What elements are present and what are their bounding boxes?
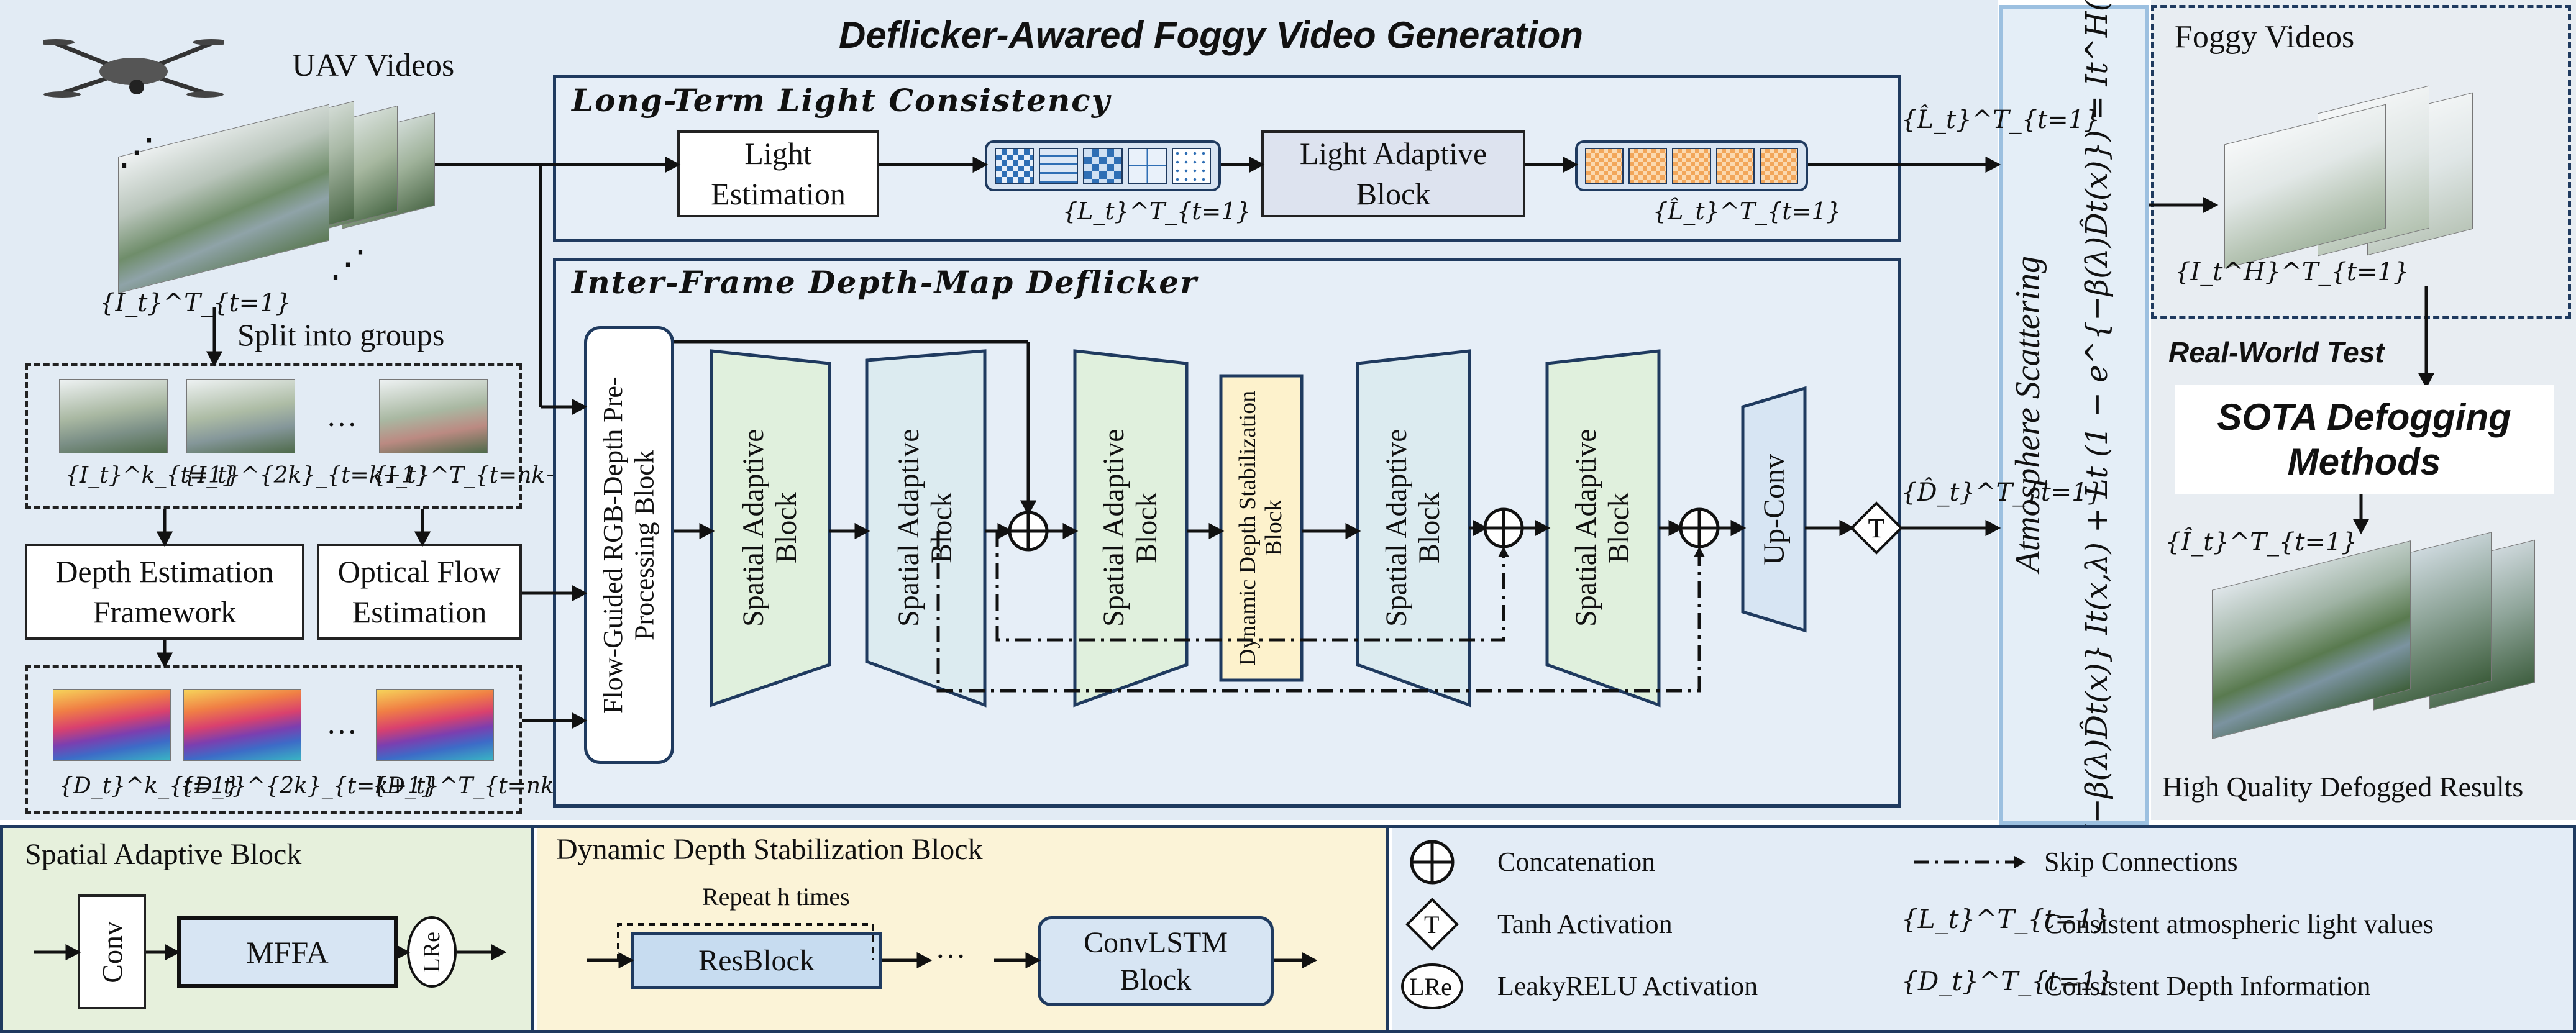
- tanh-diamond: [1850, 501, 1901, 555]
- legend-concat-text: Concatenation: [1497, 847, 1656, 877]
- concat-legend-icon: [1410, 840, 1455, 885]
- depth-estimation-box: Depth Estimation Framework: [25, 544, 304, 640]
- depth-output-label: {D̂_t}^T_{t=1}: [1901, 478, 2104, 507]
- upconv-shape: [1741, 386, 1807, 633]
- group-ellipsis: …: [326, 398, 357, 433]
- legend-resblock-box: ResBlock: [631, 932, 882, 989]
- real-world-test-label: Real-World Test: [2168, 336, 2385, 368]
- optical-flow-box: Optical Flow Estimation: [317, 544, 522, 640]
- ith-label: {I_t^H}^T_{t=1}: [2175, 258, 2409, 286]
- legend-lt-set: {L_t}^T_{t=1}: [1901, 904, 2110, 934]
- light-panel-title: Long-Term Light Consistency: [572, 82, 1111, 119]
- defogged-video-stack: [2212, 528, 2547, 752]
- atmosphere-equation: e^{−β(λ)D̂t(x)} It(x,λ) + Lt (1 − e^{−β(…: [2080, 0, 2114, 885]
- legend-dots: ···: [935, 939, 966, 973]
- legend-lrelu-symbol: LRe: [1409, 973, 1452, 1001]
- legend-spatial-arrows: [34, 944, 507, 961]
- spatial-block-4-shape: [1356, 349, 1471, 708]
- legend-repeat-text: Repeat h times: [702, 883, 850, 911]
- tanh-legend-icon: [1405, 898, 1459, 951]
- legend-repeat-label: Repeat h times: [702, 882, 850, 911]
- lrelu-legend-icon: [1401, 963, 1463, 1009]
- depth-label-1: {D_t}^k_{t=1}: [59, 773, 240, 799]
- spatial-block-3-shape: [1073, 349, 1189, 708]
- legend-spatial-title: Spatial Adaptive Block: [25, 838, 302, 871]
- depth-maps-box: [25, 665, 522, 814]
- groups-box: [25, 363, 522, 509]
- lhat-label: {L̂_t}^T_{t=1}: [1653, 198, 1842, 225]
- legend-tanh-symbol: T: [1424, 911, 1440, 939]
- foggy-videos-label: Foggy Videos: [2175, 19, 2355, 55]
- drone-icon: [43, 39, 224, 98]
- legend-lrelu-text: LeakyRELU Activation: [1497, 971, 1758, 1001]
- split-label: Split into groups: [237, 317, 445, 352]
- depth-network-shapes: [674, 340, 1901, 708]
- foggy-videos-panel: [2151, 5, 2571, 319]
- legend-tanh-text: Tanh Activation: [1497, 909, 1673, 939]
- group-thumb-3: [379, 379, 488, 453]
- spatial-block-1-shape: [710, 349, 831, 708]
- legend-dt-desc: Consistent Depth Information: [2044, 971, 2371, 1001]
- dynamic-block-shape: [1219, 374, 1304, 682]
- preprocess-block: Flow-Guided RGB-Depth Pre-Processing Blo…: [584, 326, 674, 764]
- legend-lt-desc: Consistent atmospheric light values: [2044, 909, 2434, 939]
- depth-panel-title: Inter-Frame Depth-Map Deflicker: [572, 264, 1198, 301]
- main-title: Deflicker-Awared Foggy Video Generation: [839, 14, 1584, 56]
- it-label: {I_t}^T_{t=1}: [99, 289, 291, 317]
- depth-thumb-2: [183, 689, 301, 761]
- depth-ellipsis: …: [326, 706, 357, 740]
- foggy-video-stack: [2224, 68, 2485, 280]
- light-estimation-box: Light Estimation: [677, 130, 879, 217]
- legend-convlstm-box: ConvLSTM Block: [1038, 916, 1274, 1006]
- legend-dt-set: {D_t}^T_{t=1}: [1901, 966, 2114, 996]
- legend-dynamic-title: Dynamic Depth Stabilization Block: [556, 833, 983, 866]
- light-output-label: {L̂_t}^T_{t=1}: [1901, 106, 2100, 134]
- uav-videos-label: UAV Videos: [292, 48, 455, 83]
- uav-video-stack: ⋰ ⋰: [118, 81, 441, 304]
- depth-label-2: {D_t}^{2k}_{t=k+1}: [180, 773, 436, 799]
- legend-symbol-shapes: [1401, 840, 2026, 1009]
- legend-skip-text: Skip Connections: [2044, 847, 2238, 877]
- light-adaptive-box: Light Adaptive Block: [1261, 130, 1525, 217]
- group-thumb-1: [59, 379, 168, 453]
- spatial-block-5-shape: [1545, 349, 1661, 708]
- spatial-block-2-shape: [865, 349, 987, 708]
- legend-dynamic-arrows: [587, 923, 1318, 969]
- sota-methods-box: SOTA Defogging Methods: [2175, 385, 2554, 494]
- ihat-label: {Î_t}^T_{t=1}: [2165, 528, 2357, 557]
- depth-thumb-1: [53, 689, 171, 761]
- depth-thumb-3: [376, 689, 494, 761]
- lhat-cells: [1575, 140, 1808, 191]
- atmosphere-panel: [1999, 5, 2149, 825]
- concat-circle-1: [1008, 511, 1049, 552]
- defogged-results-label: High Quality Defogged Results: [2162, 771, 2524, 803]
- lt-cells: [985, 140, 1221, 191]
- group-thumb-2: [186, 379, 295, 453]
- tanh-symbol: T: [1868, 512, 1885, 544]
- group-label-2: {I_t}^{2k}_{t=k+1}: [183, 463, 430, 488]
- group-label-1: {I_t}^k_{t=1}: [65, 463, 237, 488]
- lt-label: {L_t}^T_{t=1}: [1062, 198, 1251, 225]
- atmosphere-label: Atmosphere Scattering: [2009, 255, 2047, 573]
